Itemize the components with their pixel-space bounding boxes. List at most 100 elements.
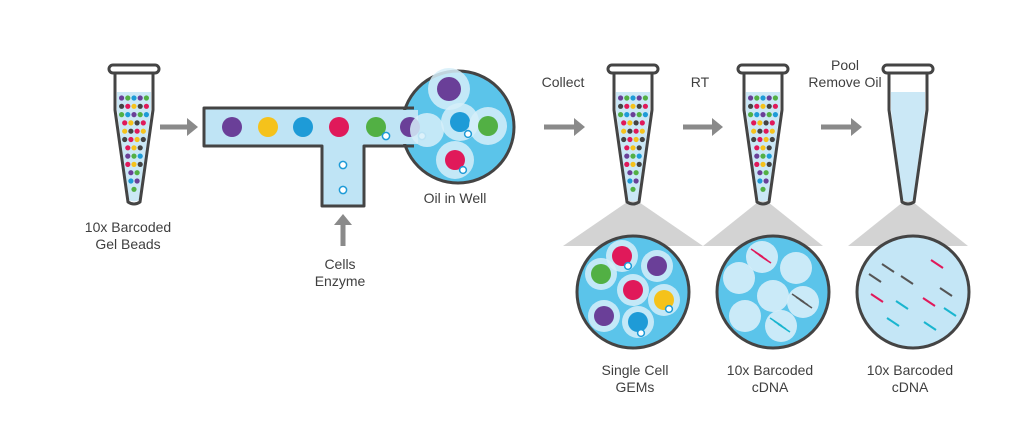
tube-collect — [606, 63, 660, 206]
tube-collect-bead — [630, 161, 636, 167]
tube-rt-bead — [769, 136, 775, 143]
pooled-strand — [922, 297, 936, 307]
cdna-strands — [777, 323, 791, 333]
tube-rt-bead — [757, 170, 763, 176]
tube-rt-bead — [754, 161, 760, 167]
pooled-strand — [881, 263, 895, 273]
tube-rt-bead — [772, 103, 779, 109]
tube-collect-bead — [624, 112, 630, 118]
arrow-collect-head — [574, 118, 585, 136]
arrow-beads-to-chip — [160, 118, 198, 136]
tube-rt-bead — [754, 95, 760, 101]
tube-gel-beads-bead — [128, 136, 134, 143]
tube-gel-beads-bead — [122, 136, 128, 143]
pooled-strand — [939, 287, 953, 297]
pooled-strand — [943, 307, 957, 317]
tube-rt-bead — [763, 170, 769, 176]
tube-gel-beads-bead — [140, 120, 146, 126]
gem-cell — [664, 304, 674, 314]
cdna-droplet-4 — [757, 280, 789, 312]
tube-gel-beads-bead — [119, 112, 125, 118]
arrow-collect — [544, 118, 585, 136]
label-rt: RT — [690, 74, 710, 90]
tube-collect-bead — [627, 128, 633, 134]
tube-gel-beads-bead — [119, 103, 125, 109]
tube-gel-beads-bead — [137, 153, 143, 159]
pooled-strand — [900, 275, 914, 285]
tube-gel-beads-cap — [107, 63, 161, 75]
tube-pool-liquid — [891, 92, 925, 202]
tube-gel-beads-bead — [137, 103, 143, 109]
tube-gel-beads-bead — [119, 95, 125, 101]
arrow-rt-head — [712, 118, 723, 136]
pooled-strand — [930, 259, 944, 269]
arrow-pool — [821, 118, 862, 136]
tube-collect-bead — [618, 95, 624, 101]
tube-rt-bead — [760, 161, 766, 167]
gem-bead-4 — [623, 280, 643, 300]
channel-cell — [338, 185, 348, 195]
tube-collect-bead — [636, 153, 642, 159]
tube-gel-beads-bead — [125, 103, 131, 109]
tube-gel-beads-bead — [128, 128, 134, 134]
tube-collect-bead — [618, 103, 624, 109]
pooled-strand — [868, 273, 882, 283]
tube-collect-bead — [618, 112, 624, 118]
tube-collect-bead — [636, 145, 642, 151]
tube-collect-bead — [621, 136, 627, 143]
tube-collect-bead — [624, 103, 630, 109]
tube-gel-beads-bead — [128, 120, 134, 126]
tube-gel-beads-bead — [134, 136, 140, 143]
tube-pool — [881, 63, 935, 206]
tube-rt-bead — [748, 103, 754, 109]
cdna-strands — [799, 299, 813, 309]
tube-rt-bead — [754, 103, 760, 109]
channel-edge — [402, 106, 414, 148]
tube-gel-beads-bead — [134, 128, 140, 134]
channel-bead-1 — [222, 117, 242, 137]
tube-rt-body — [742, 73, 784, 206]
zoom-cone-3 — [848, 198, 968, 246]
tube-gel-beads-bead — [125, 95, 131, 101]
gem-bead-1 — [612, 246, 632, 266]
tube-rt-bead — [772, 112, 779, 118]
tube-gel-beads-bead — [140, 128, 146, 134]
tube-gel-beads-bead — [134, 178, 140, 184]
pooled-strand — [886, 317, 900, 327]
tube-collect-bead — [636, 112, 642, 118]
tube-collect-bead — [624, 145, 630, 151]
tube-pool-cap — [881, 63, 935, 75]
tube-rt-bead — [748, 95, 754, 101]
tube-collect-bead — [636, 161, 642, 167]
tube-gel-beads-bead — [131, 153, 137, 159]
tube-gel-beads-bead — [137, 145, 143, 151]
tube-gel-beads-bead — [125, 153, 131, 159]
tube-rt-bead — [772, 95, 779, 101]
tube-collect-bead — [630, 153, 636, 159]
tube-rt-bead — [751, 120, 757, 126]
tube-collect-bead — [627, 178, 633, 184]
pooled-strand — [895, 300, 909, 310]
well-cell — [463, 129, 473, 139]
tube-gel-beads-bead — [134, 120, 140, 126]
tube-rt-bead — [754, 112, 760, 118]
tube-rt-bead — [766, 145, 772, 151]
tube-gel-beads-bead — [122, 128, 128, 134]
label-collect: Collect — [541, 74, 585, 90]
well-bead-4 — [445, 150, 465, 170]
channel-bead-5 — [366, 117, 386, 137]
pooled-strand — [870, 293, 884, 303]
tube-rt-bead — [748, 112, 754, 118]
tube-rt-bead — [757, 128, 763, 134]
tube-gel-beads-bead — [143, 103, 149, 109]
gem-cell — [636, 328, 646, 338]
gem-bead-2 — [647, 256, 667, 276]
tube-gel-beads — [107, 63, 161, 206]
tube-gel-beads-bead — [131, 95, 137, 101]
tube-collect-bead — [621, 120, 627, 126]
zoom-pooled-cdna — [855, 234, 971, 350]
well-droplet-5 — [410, 113, 444, 147]
